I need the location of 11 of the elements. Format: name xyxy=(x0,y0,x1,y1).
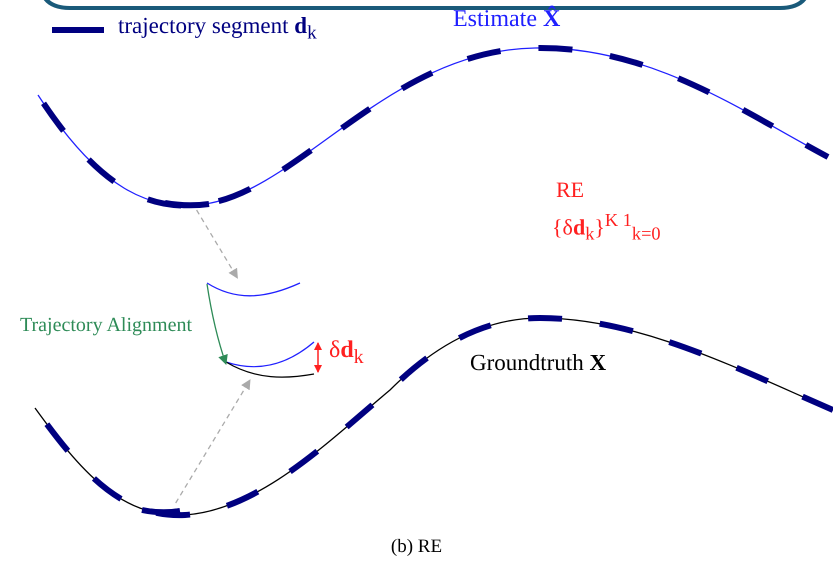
legend-text: trajectory segment d$_{k}$ xyxy=(118,13,317,45)
segment-bar xyxy=(163,198,211,210)
figure-caption: (b) RE xyxy=(390,536,444,558)
math-label: RE xyxy=(556,177,584,203)
math-label: δd$_{k}$ xyxy=(329,337,364,369)
math-label: Groundtruth X xyxy=(470,350,606,376)
math-label: Estimate X̂ xyxy=(453,6,560,33)
arrow xyxy=(175,379,251,504)
arrow xyxy=(206,284,228,365)
arrow xyxy=(196,210,238,279)
edge-label: Trajectory Alignment xyxy=(20,314,192,337)
